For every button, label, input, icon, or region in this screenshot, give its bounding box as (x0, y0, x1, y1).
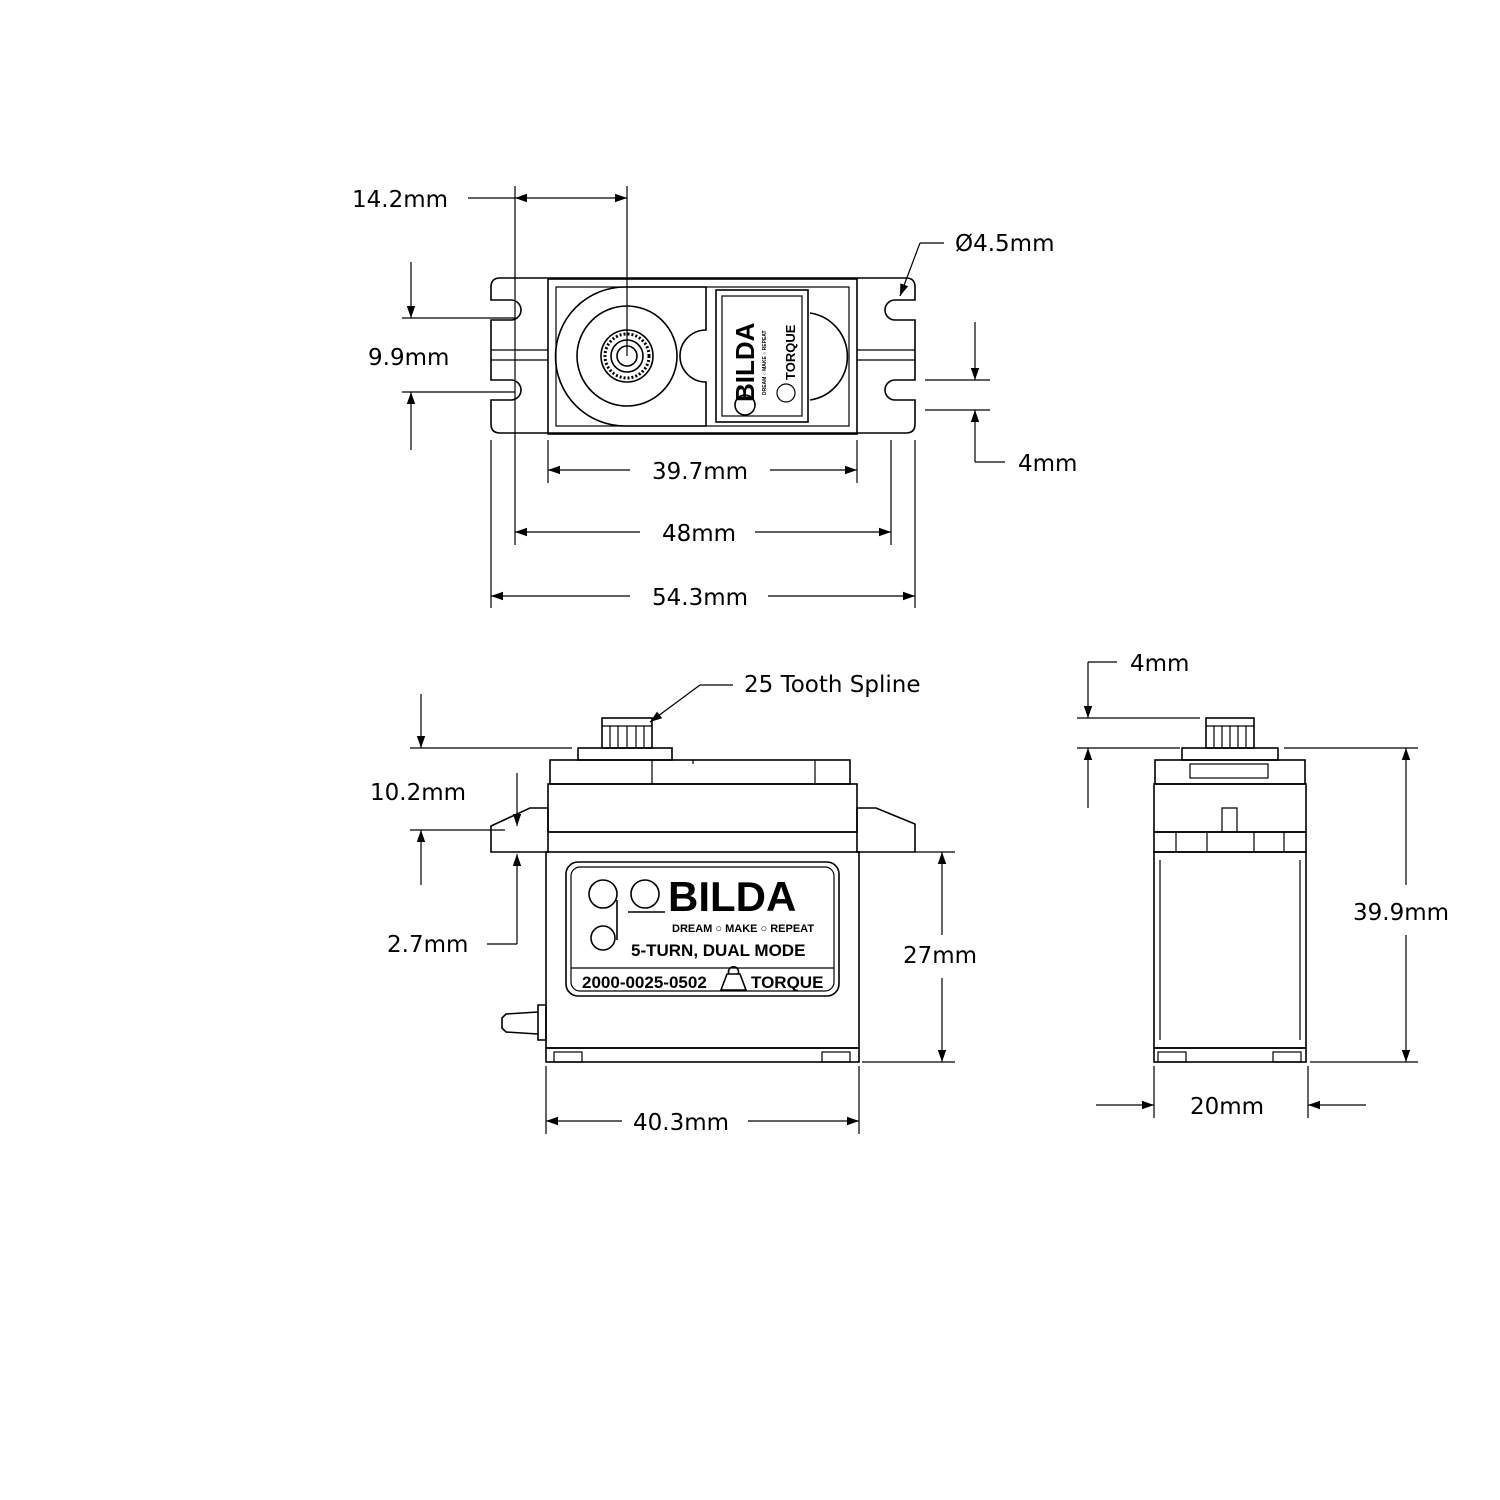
dim-top-height: 10.2mm (370, 780, 466, 806)
front-base (545, 1047, 860, 1063)
dim-flange-slot: 4mm (1018, 451, 1077, 477)
dim-body-length: 39.7mm (652, 459, 748, 485)
front-upper-body (547, 783, 858, 833)
top-view: BILDA DREAM ○ MAKE ○ REPEAT TORQUE 14.2m… (352, 186, 1077, 611)
top-brand: BILDA (730, 322, 760, 402)
top-flange-outline (490, 277, 916, 434)
side-base (1153, 1047, 1307, 1063)
front-label (565, 861, 840, 997)
top-label (715, 289, 809, 423)
front-flange (490, 807, 549, 853)
dim-total-height: 39.9mm (1353, 900, 1449, 926)
top-tagline: DREAM ○ MAKE ○ REPEAT (762, 330, 768, 395)
front-part-number: 2000-0025-0502 (582, 973, 707, 992)
front-tagline: DREAM ○ MAKE ○ REPEAT (672, 923, 814, 935)
dim-hole-centers: 48mm (662, 521, 736, 547)
dim-flange-thickness: 2.7mm (387, 932, 468, 958)
dim-depth: 20mm (1190, 1094, 1264, 1120)
dim-spline-height: 4mm (1130, 651, 1189, 677)
dim-body-height: 27mm (903, 943, 977, 969)
dim-spline-label: 25 Tooth Spline (744, 672, 920, 698)
front-model: 5-TURN, DUAL MODE (631, 941, 805, 960)
dim-hole-spacing: 9.9mm (368, 345, 449, 371)
cable-connector (501, 1004, 547, 1041)
dim-hole-diameter: Ø4.5mm (955, 231, 1055, 257)
front-variant: TORQUE (751, 973, 823, 992)
top-gear-cover (554, 286, 707, 427)
top-variant: TORQUE (783, 324, 798, 380)
front-brand: BILDA (668, 873, 796, 920)
dim-horn-offset: 14.2mm (352, 187, 448, 213)
front-top-cap (549, 759, 851, 785)
dim-overall-length: 54.3mm (652, 585, 748, 611)
top-body (547, 278, 858, 435)
go-logo-icon (734, 394, 756, 416)
side-view: 4mm 39.9mm 20mm (1077, 651, 1449, 1120)
go-logo-icon (588, 879, 618, 909)
turns-icon (776, 383, 796, 403)
side-main-body (1153, 851, 1307, 1049)
dim-body-width: 40.3mm (633, 1110, 729, 1136)
front-view: BILDA DREAM ○ MAKE ○ REPEAT 5-TURN, DUAL… (370, 672, 977, 1136)
weight-icon (719, 966, 748, 991)
